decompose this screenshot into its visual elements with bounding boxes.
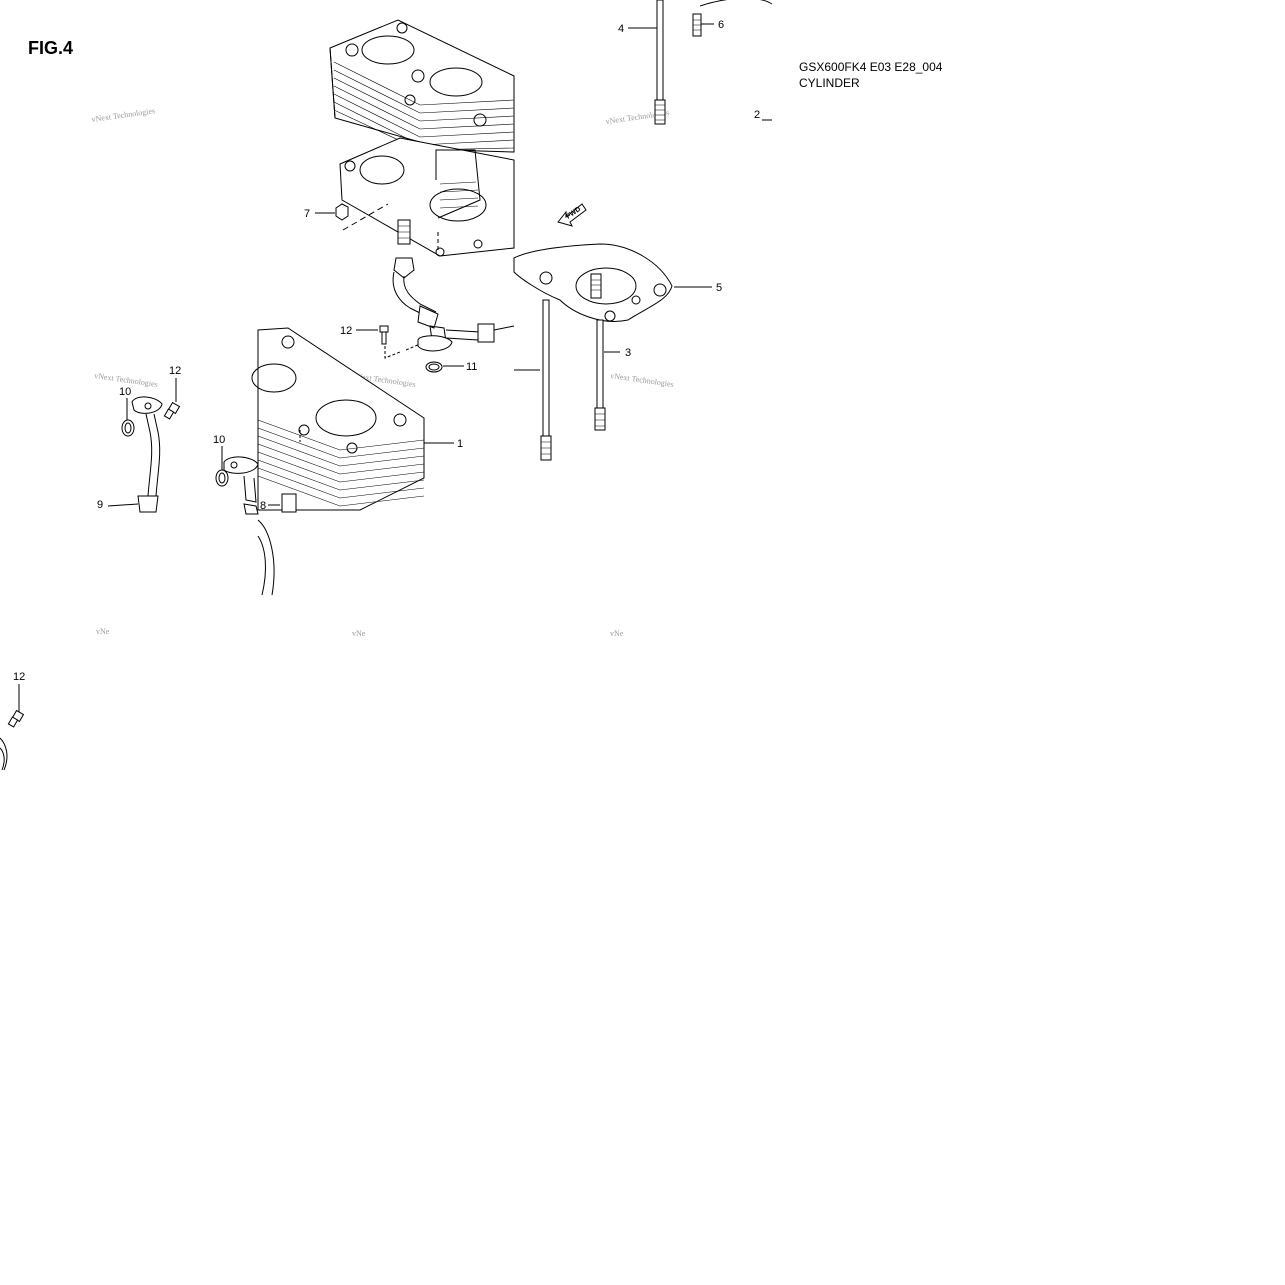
partial-outline — [699, 0, 773, 7]
oil-pipe-fitting — [215, 446, 259, 515]
dowel-part-8 — [281, 493, 297, 513]
callout-8: 8 — [260, 500, 266, 512]
nut-part-7 — [315, 203, 389, 231]
callout-numbers: 1 2 3 4 5 6 7 8 9 10 10 11 12 12 12 — [13, 19, 760, 683]
forward-direction-arrow: FWD — [557, 203, 587, 227]
callout-3: 3 — [625, 347, 631, 359]
oil-hose-assembly — [392, 219, 515, 352]
callout-4: 4 — [618, 23, 624, 35]
watermark-fragment: vNe — [96, 627, 110, 636]
watermark-fragment: vNe — [610, 629, 624, 638]
figure-title: FIG.4 — [28, 38, 74, 58]
callout-1: 1 — [457, 438, 463, 450]
o-ring-part-10-left — [121, 419, 135, 437]
bolt-part-12-left — [163, 378, 181, 420]
watermark-fragment: vNe — [352, 629, 366, 638]
callout-7: 7 — [304, 208, 310, 220]
upper-cylinder-block — [329, 19, 515, 153]
upper-gasket — [339, 137, 515, 257]
cylinder-block-part-1 — [251, 327, 454, 596]
diagram-name: CYLINDER — [799, 76, 860, 90]
callout-10: 10 — [119, 386, 131, 398]
bolt-part-12-bottom — [0, 684, 25, 771]
callout-5: 5 — [716, 282, 722, 294]
o-ring-part-10 — [215, 469, 229, 487]
callout-12: 12 — [169, 365, 181, 377]
callout-10: 10 — [213, 434, 225, 446]
watermark: vNext Technologies — [91, 106, 156, 124]
diagram-code: GSX600FK4 E03 E28_004 — [799, 60, 943, 74]
callout-11: 11 — [466, 361, 477, 373]
o-ring-part-11 — [425, 361, 464, 373]
callout-12: 12 — [340, 325, 352, 337]
stud-bolt-part-3 — [514, 299, 620, 461]
stud-bolt-part-4 — [628, 0, 666, 125]
callout-2: 2 — [754, 109, 760, 121]
callout-12: 12 — [13, 671, 25, 683]
callout-6: 6 — [718, 19, 724, 31]
watermark: vNext Technologies — [610, 371, 675, 389]
bolt-part-12 — [356, 325, 421, 359]
dowel-pin-part-6 — [692, 13, 714, 37]
callout-9: 9 — [97, 499, 103, 511]
oil-pipe-part-9 — [107, 378, 181, 513]
base-gasket-part-5 — [513, 243, 712, 322]
